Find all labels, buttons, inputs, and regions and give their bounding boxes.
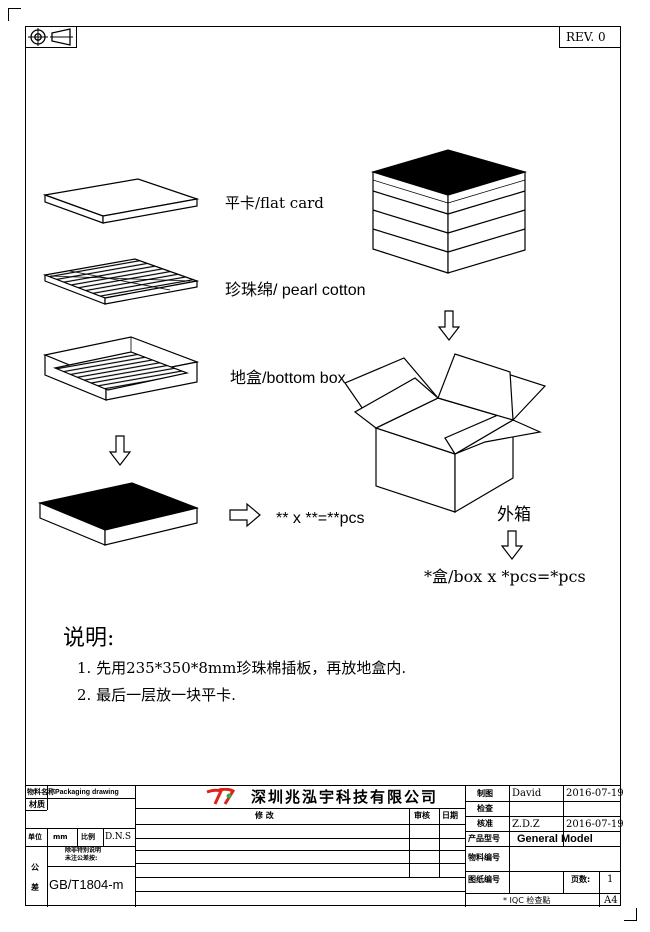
iqc-check-label: * IQC 检查點 xyxy=(503,896,551,905)
right-arrow-icon xyxy=(229,502,261,528)
down-arrow-icon-right xyxy=(437,310,461,341)
drawn-label: 制图 xyxy=(477,789,493,798)
scale-label: 比例 xyxy=(81,833,95,841)
revise-label: 修 改 xyxy=(255,811,274,820)
tolerance-label-2: 差 xyxy=(31,883,39,892)
drawn-date: 2016-07-19 xyxy=(566,788,624,799)
audit-label: 审核 xyxy=(414,811,430,820)
material-name-value: Packaging drawing xyxy=(55,789,119,796)
pearl-cotton-label: 珍珠绵/ pearl cotton xyxy=(225,282,366,299)
bottom-box-label: 地盒/bottom box xyxy=(230,370,346,387)
tolerance-standard: GB/T1804-m xyxy=(49,877,124,892)
approved-by: Z.D.Z xyxy=(512,819,540,830)
projection-symbol-box xyxy=(25,26,77,48)
revision-label: REV. 0 xyxy=(559,26,621,48)
drawing-frame xyxy=(25,26,621,906)
approve-label: 核准 xyxy=(477,819,493,828)
approved-date: 2016-07-19 xyxy=(566,819,624,830)
bottom-box-drawing xyxy=(42,336,200,401)
notes-title: 说明: xyxy=(63,626,115,651)
company-name: 深圳兆泓宇科技有限公司 xyxy=(251,788,439,806)
outer-quantity-formula: *盒/box x *pcs=*pcs xyxy=(424,567,586,586)
outer-carton-drawing xyxy=(344,353,547,514)
title-block: 物料名称 Packaging drawing 材质 单位 mm 比例 D.N.S… xyxy=(25,785,624,907)
outer-box-label: 外箱 xyxy=(497,505,531,525)
pearl-cotton-drawing xyxy=(42,258,200,305)
first-angle-projection-icon xyxy=(28,28,73,46)
down-arrow-icon-outer xyxy=(500,530,524,560)
material-name-label: 物料名称 xyxy=(27,788,55,796)
crop-mark-bottom-right xyxy=(624,908,637,921)
note-item-1: 1. 先用235*350*8mm珍珠棉插板，再放地盒内. xyxy=(77,659,407,677)
sheet-size: A4 xyxy=(604,895,618,906)
material-label: 材质 xyxy=(29,800,45,809)
packaging-illustration xyxy=(38,149,547,560)
model-value: General Model xyxy=(517,833,593,845)
pages-label: 页数: xyxy=(571,875,591,884)
tolerance-note-1: 除非特别说明 xyxy=(65,847,102,854)
part-number-label: 物料编号 xyxy=(468,853,500,862)
tolerance-note-2: 未注公差按: xyxy=(65,855,98,862)
down-arrow-icon xyxy=(108,435,132,466)
packed-bottom-box-drawing xyxy=(38,482,200,546)
flat-card-drawing xyxy=(42,178,200,224)
drawn-by: David xyxy=(512,788,542,799)
note-item-2: 2. 最后一层放一块平卡. xyxy=(77,686,236,704)
company-logo-icon xyxy=(206,788,235,805)
crop-mark-top-left xyxy=(8,8,21,21)
unit-label: 单位 xyxy=(28,833,42,841)
date-label: 日期 xyxy=(442,811,458,820)
drawing-number-label: 图纸编号 xyxy=(468,875,500,884)
tolerance-label-1: 公 xyxy=(31,863,39,872)
scale-value: D.N.S xyxy=(105,832,132,842)
model-label: 产品型号 xyxy=(468,834,500,843)
unit-value: mm xyxy=(53,833,68,841)
pages-value: 1 xyxy=(607,874,614,885)
flat-card-label: 平卡/flat card xyxy=(225,194,324,212)
inner-quantity-formula: ** x **=**pcs xyxy=(276,510,365,527)
check-label: 检查 xyxy=(477,804,493,813)
stacked-boxes-drawing xyxy=(370,149,528,274)
